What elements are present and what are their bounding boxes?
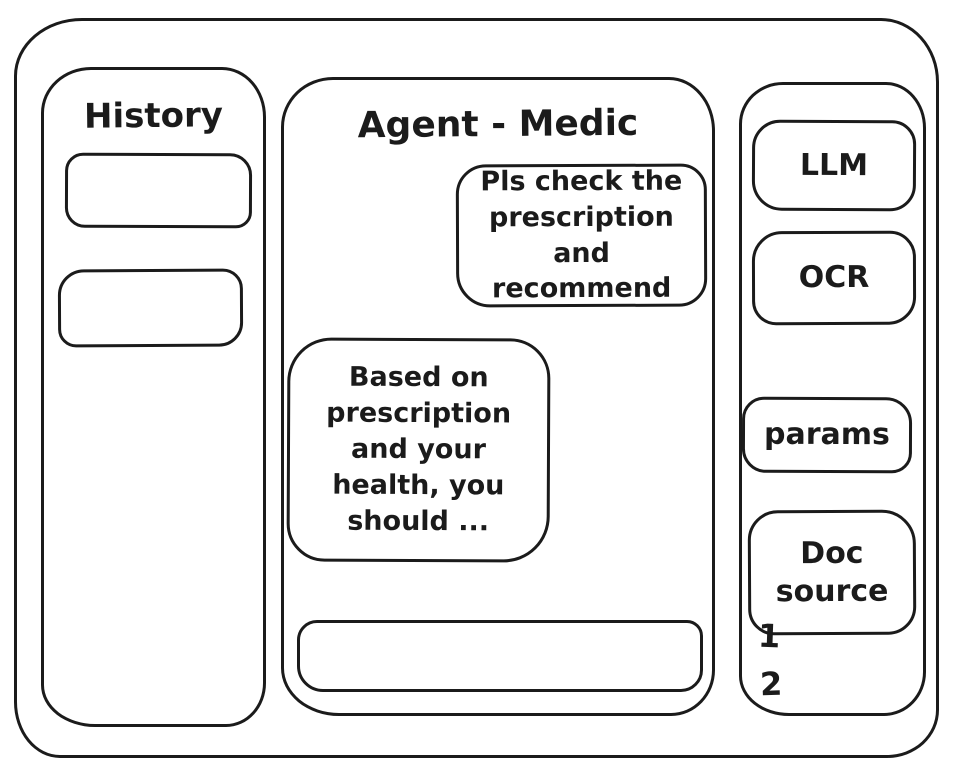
chat-title: Agent - Medic xyxy=(357,102,639,147)
doc-source-item-1[interactable]: 1 xyxy=(757,616,781,656)
app-window-frame: History Agent - Medic Pls check the pres… xyxy=(14,18,939,758)
chat-panel: Agent - Medic Pls check the prescription… xyxy=(281,77,715,716)
history-panel: History xyxy=(41,67,266,727)
tools-panel: LLM OCR params Doc source 1 2 xyxy=(739,82,926,716)
params-button[interactable]: params xyxy=(741,396,913,474)
message-input[interactable] xyxy=(297,620,703,692)
ocr-button[interactable]: OCR xyxy=(751,230,917,326)
assistant-message-bubble: Based on prescription and your health, y… xyxy=(286,337,551,563)
history-item[interactable] xyxy=(57,268,244,348)
history-item[interactable] xyxy=(64,152,253,229)
user-message-bubble: Pls check the prescription and recommend xyxy=(455,163,708,308)
history-title: History xyxy=(83,95,224,137)
doc-source-item-2[interactable]: 2 xyxy=(759,664,783,704)
llm-button[interactable]: LLM xyxy=(751,119,917,212)
